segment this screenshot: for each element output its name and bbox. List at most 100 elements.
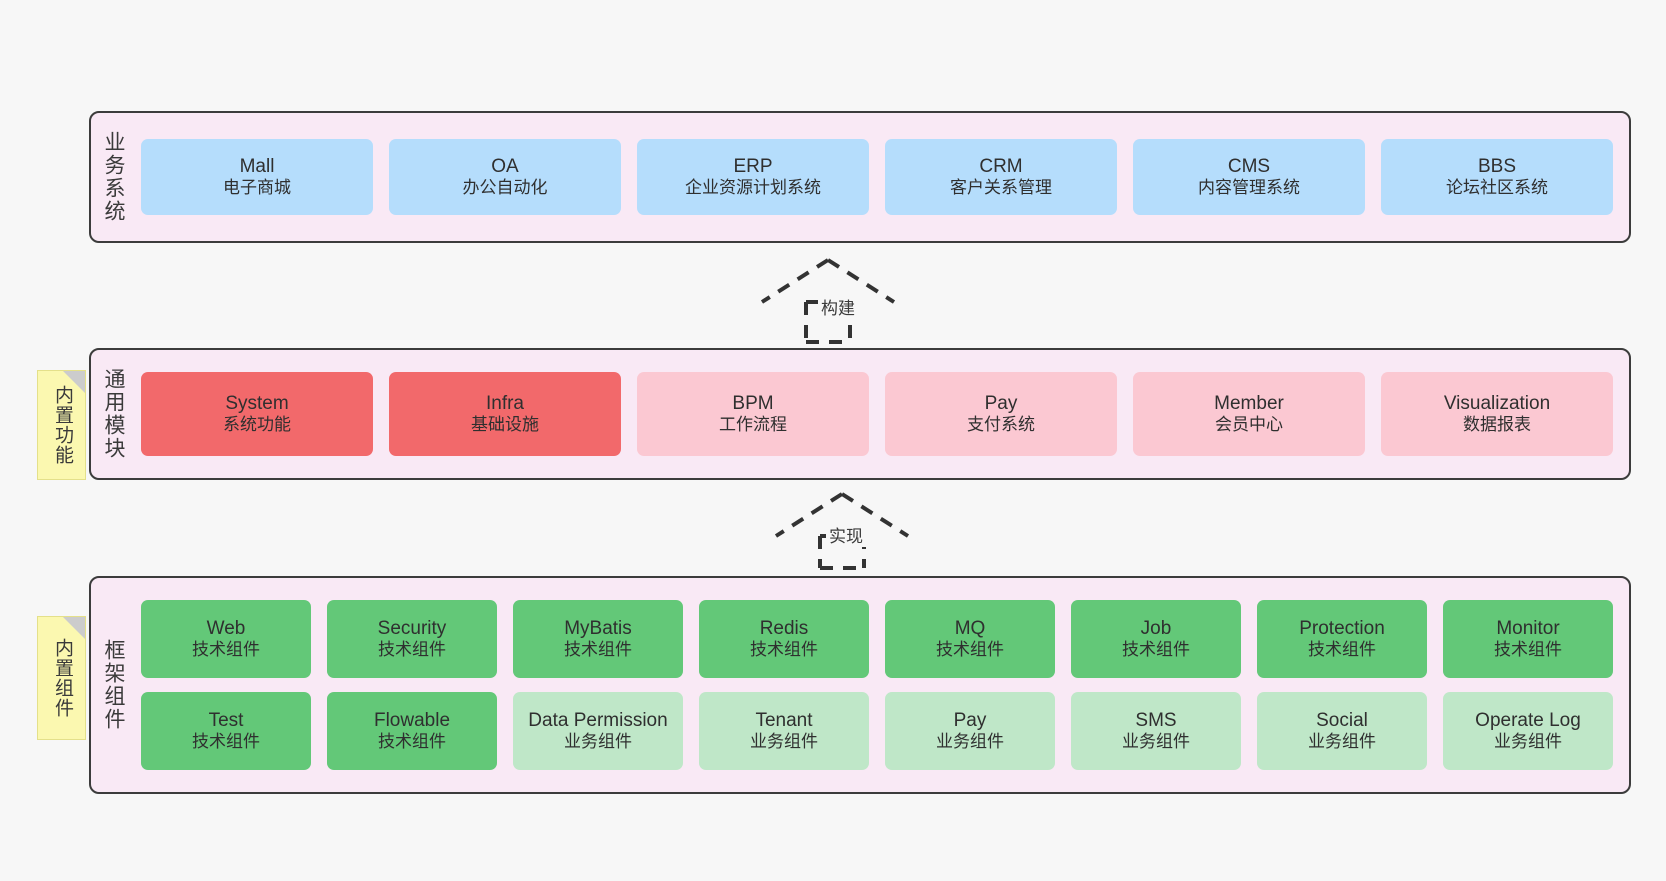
- node-bbs[interactable]: BBS 论坛社区系统: [1381, 139, 1613, 215]
- note-fold-corner-icon: [63, 371, 85, 393]
- node-subtitle: 业务组件: [564, 732, 632, 752]
- node-tenant[interactable]: Tenant 业务组件: [699, 692, 869, 770]
- node-subtitle: 办公自动化: [462, 178, 548, 198]
- layer-row: Mall 电子商城 OA 办公自动化 ERP 企业资源计划系统 CRM 客户关系…: [141, 139, 1613, 215]
- note-label: 内置功能: [51, 385, 73, 465]
- node-title: Social: [1316, 710, 1368, 732]
- sticky-note-builtin-feature: 内置功能: [37, 370, 86, 480]
- node-subtitle: 技术组件: [750, 640, 818, 660]
- note-fold-corner-icon: [63, 617, 85, 639]
- node-pay-component[interactable]: Pay 业务组件: [885, 692, 1055, 770]
- node-title: Redis: [759, 618, 809, 640]
- node-subtitle: 技术组件: [1494, 640, 1562, 660]
- node-protection[interactable]: Protection 技术组件: [1257, 600, 1427, 678]
- node-monitor[interactable]: Monitor 技术组件: [1443, 600, 1613, 678]
- node-security[interactable]: Security 技术组件: [327, 600, 497, 678]
- node-oa[interactable]: OA 办公自动化: [389, 139, 621, 215]
- node-redis[interactable]: Redis 技术组件: [699, 600, 869, 678]
- node-subtitle: 技术组件: [192, 732, 260, 752]
- node-system[interactable]: System 系统功能: [141, 372, 373, 456]
- node-subtitle: 内容管理系统: [1198, 178, 1300, 198]
- node-mall[interactable]: Mall 电子商城: [141, 139, 373, 215]
- node-title: CRM: [979, 156, 1023, 178]
- node-title: MyBatis: [564, 618, 632, 640]
- node-crm[interactable]: CRM 客户关系管理: [885, 139, 1117, 215]
- node-title: Job: [1140, 618, 1172, 640]
- layer-body-framework-components: Web 技术组件 Security 技术组件 MyBatis 技术组件 Redi…: [135, 578, 1629, 792]
- layer-body-business-systems: Mall 电子商城 OA 办公自动化 ERP 企业资源计划系统 CRM 客户关系…: [135, 113, 1629, 241]
- node-subtitle: 工作流程: [719, 415, 787, 435]
- layer-title-business-systems: 业务系统: [102, 131, 126, 223]
- node-subtitle: 业务组件: [1494, 732, 1562, 752]
- node-pay-module[interactable]: Pay 支付系统: [885, 372, 1117, 456]
- node-subtitle: 技术组件: [564, 640, 632, 660]
- node-title: Tenant: [755, 710, 813, 732]
- node-subtitle: 技术组件: [1308, 640, 1376, 660]
- node-title: Test: [208, 710, 244, 732]
- node-title: Data Permission: [528, 710, 668, 732]
- node-subtitle: 业务组件: [1308, 732, 1376, 752]
- node-subtitle: 技术组件: [1122, 640, 1190, 660]
- node-title: Security: [377, 618, 447, 640]
- node-title: BPM: [732, 393, 774, 415]
- node-subtitle: 支付系统: [967, 415, 1035, 435]
- node-title: SMS: [1135, 710, 1177, 732]
- node-title: BBS: [1477, 156, 1517, 178]
- connector-implement: 实现: [772, 492, 912, 570]
- node-test[interactable]: Test 技术组件: [141, 692, 311, 770]
- node-erp[interactable]: ERP 企业资源计划系统: [637, 139, 869, 215]
- connector-label-implement: 实现: [826, 522, 866, 547]
- node-title: Monitor: [1496, 618, 1560, 640]
- node-title: MQ: [954, 618, 986, 640]
- node-title: Pay: [953, 710, 987, 732]
- node-subtitle: 技术组件: [378, 732, 446, 752]
- node-job[interactable]: Job 技术组件: [1071, 600, 1241, 678]
- node-subtitle: 电子商城: [223, 178, 291, 198]
- node-title: System: [225, 393, 289, 415]
- node-subtitle: 数据报表: [1463, 415, 1531, 435]
- node-subtitle: 业务组件: [936, 732, 1004, 752]
- node-title: Pay: [984, 393, 1018, 415]
- connector-build: 构建: [758, 258, 898, 344]
- node-social[interactable]: Social 业务组件: [1257, 692, 1427, 770]
- layer-row: Test 技术组件 Flowable 技术组件 Data Permission …: [141, 692, 1613, 770]
- node-title: ERP: [733, 156, 773, 178]
- node-data-permission[interactable]: Data Permission 业务组件: [513, 692, 683, 770]
- node-flowable[interactable]: Flowable 技术组件: [327, 692, 497, 770]
- node-subtitle: 业务组件: [1122, 732, 1190, 752]
- node-subtitle: 企业资源计划系统: [685, 178, 821, 198]
- node-cms[interactable]: CMS 内容管理系统: [1133, 139, 1365, 215]
- node-title: OA: [491, 156, 519, 178]
- node-web[interactable]: Web 技术组件: [141, 600, 311, 678]
- node-mq[interactable]: MQ 技术组件: [885, 600, 1055, 678]
- node-infra[interactable]: Infra 基础设施: [389, 372, 621, 456]
- node-title: Web: [206, 618, 246, 640]
- note-label: 内置组件: [51, 638, 73, 718]
- node-title: CMS: [1227, 156, 1271, 178]
- layer-title-common-modules: 通用模块: [102, 368, 126, 460]
- node-title: Protection: [1299, 618, 1385, 640]
- layer-row: Web 技术组件 Security 技术组件 MyBatis 技术组件 Redi…: [141, 600, 1613, 678]
- node-mybatis[interactable]: MyBatis 技术组件: [513, 600, 683, 678]
- node-subtitle: 技术组件: [192, 640, 260, 660]
- connector-label-build: 构建: [818, 294, 858, 319]
- node-title: Operate Log: [1475, 710, 1581, 732]
- layer-row: System 系统功能 Infra 基础设施 BPM 工作流程 Pay 支付系统…: [141, 372, 1613, 456]
- layer-common-modules: 通用模块 System 系统功能 Infra 基础设施 BPM 工作流程 Pay…: [89, 348, 1631, 480]
- layer-business-systems: 业务系统 Mall 电子商城 OA 办公自动化 ERP 企业资源计划系统 CRM…: [89, 111, 1631, 243]
- node-subtitle: 论坛社区系统: [1446, 178, 1548, 198]
- node-member[interactable]: Member 会员中心: [1133, 372, 1365, 456]
- node-sms[interactable]: SMS 业务组件: [1071, 692, 1241, 770]
- node-bpm[interactable]: BPM 工作流程: [637, 372, 869, 456]
- node-visualization[interactable]: Visualization 数据报表: [1381, 372, 1613, 456]
- node-subtitle: 技术组件: [936, 640, 1004, 660]
- node-subtitle: 系统功能: [223, 415, 291, 435]
- node-subtitle: 技术组件: [378, 640, 446, 660]
- node-title: Member: [1214, 393, 1284, 415]
- node-operate-log[interactable]: Operate Log 业务组件: [1443, 692, 1613, 770]
- node-subtitle: 客户关系管理: [950, 178, 1052, 198]
- sticky-note-builtin-component: 内置组件: [37, 616, 86, 740]
- node-title: Infra: [485, 393, 525, 415]
- layer-framework-components: 框架组件 Web 技术组件 Security 技术组件 MyBatis 技术组件…: [89, 576, 1631, 794]
- node-subtitle: 基础设施: [471, 415, 539, 435]
